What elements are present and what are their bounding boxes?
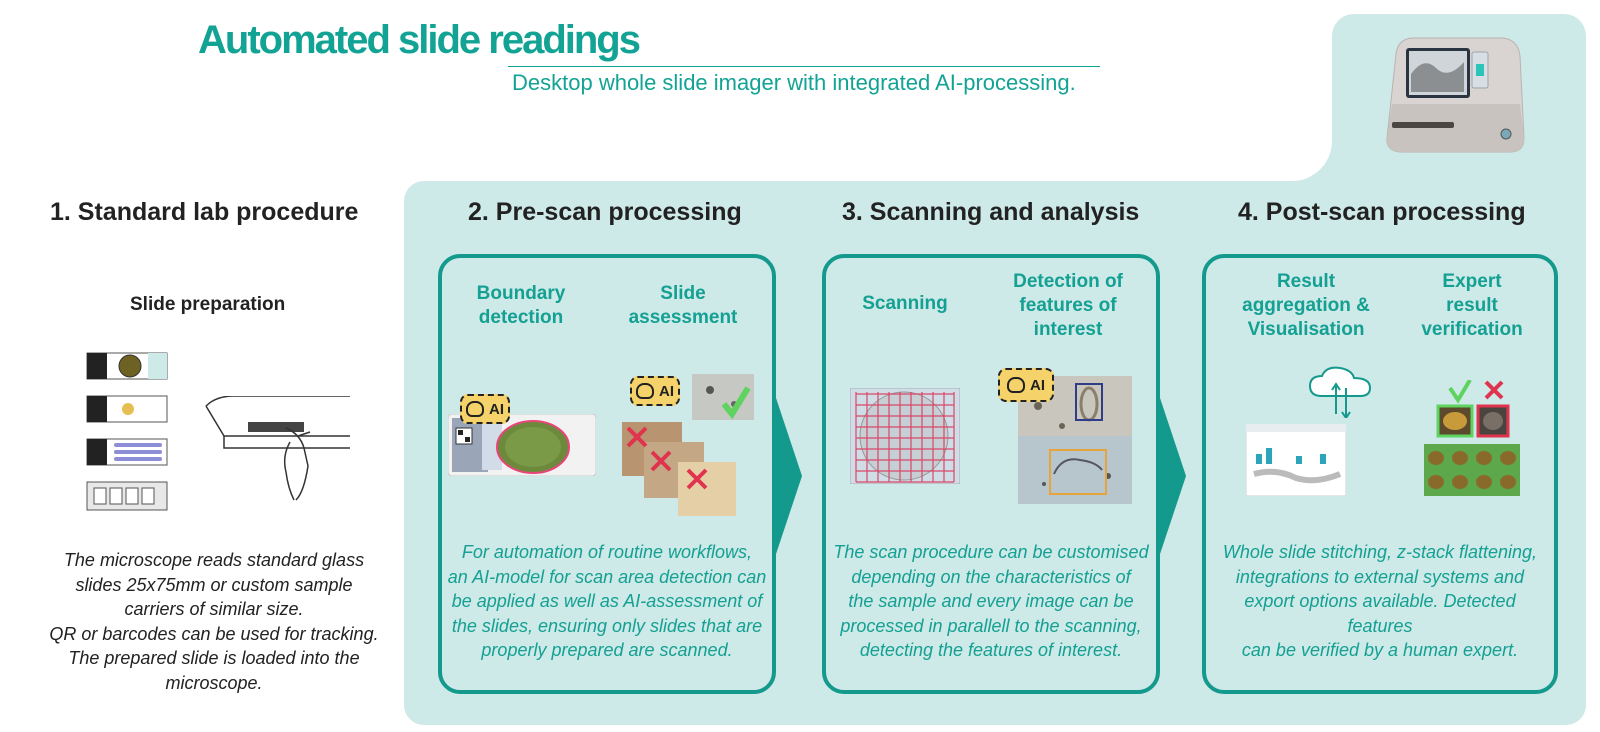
section-4-description: Whole slide stitching, z-stack flattenin… — [1222, 542, 1538, 660]
microscope-device-icon — [1386, 37, 1525, 153]
result-aggregation-label: Result aggregation & Visualisation — [1242, 271, 1370, 340]
expert-verification-image — [1424, 380, 1520, 496]
pre-scan-card: Boundary detection Slide assessment AI A… — [438, 254, 776, 694]
slide-preparation-label: Slide preparation — [130, 294, 286, 315]
ai-badge-label: AI — [489, 400, 504, 418]
brain-glyph — [1007, 377, 1025, 393]
ai-badge-label: AI — [1030, 376, 1045, 394]
feature-detection-image — [1018, 376, 1132, 504]
cloud-sync-icon — [1308, 366, 1372, 418]
flow-arrow — [1158, 392, 1186, 560]
post-scan-card: Result aggregation & Visualisation Exper… — [1202, 254, 1558, 694]
ai-brain-icon: AI — [998, 368, 1054, 402]
section-1-description: The microscope reads standard glass slid… — [49, 550, 379, 693]
slide-assessment-image — [622, 374, 754, 516]
slide-loading-icon — [205, 396, 350, 501]
glass-slide-icon — [86, 352, 168, 511]
section-2-heading: 2. Pre-scan processing — [468, 198, 742, 226]
section-1-heading: 1. Standard lab procedure — [50, 198, 359, 226]
ai-brain-icon: AI — [460, 394, 510, 424]
expert-verification-label: Expert result verification — [1421, 271, 1523, 340]
flow-arrow — [774, 392, 802, 560]
section-4-heading: 4. Post-scan processing — [1238, 198, 1526, 226]
section-3-heading: 3. Scanning and analysis — [842, 198, 1140, 226]
page-subtitle: Desktop whole slide imager with integrat… — [512, 70, 1076, 95]
section-2-description: For automation of routine workflows, an … — [447, 542, 767, 660]
brain-glyph — [466, 401, 484, 417]
boundary-detection-image — [448, 414, 596, 476]
scanning-label: Scanning — [862, 293, 948, 314]
brain-glyph — [636, 383, 654, 399]
scanning-card: Scanning Detection of features of intere… — [822, 254, 1160, 694]
dashboard-icon — [1246, 424, 1346, 496]
page-title: Automated slide readings — [198, 18, 641, 62]
feature-detection-label: Detection of features of interest — [1013, 271, 1123, 340]
boundary-detection-label: Boundary detection — [476, 283, 566, 328]
slide-assessment-label: Slide assessment — [628, 283, 738, 328]
scan-grid-image — [850, 388, 960, 484]
ai-badge-label: AI — [659, 382, 674, 400]
ai-brain-icon: AI — [630, 376, 680, 406]
title-divider — [508, 66, 1100, 67]
section-3-description: The scan procedure can be customised dep… — [833, 542, 1149, 660]
